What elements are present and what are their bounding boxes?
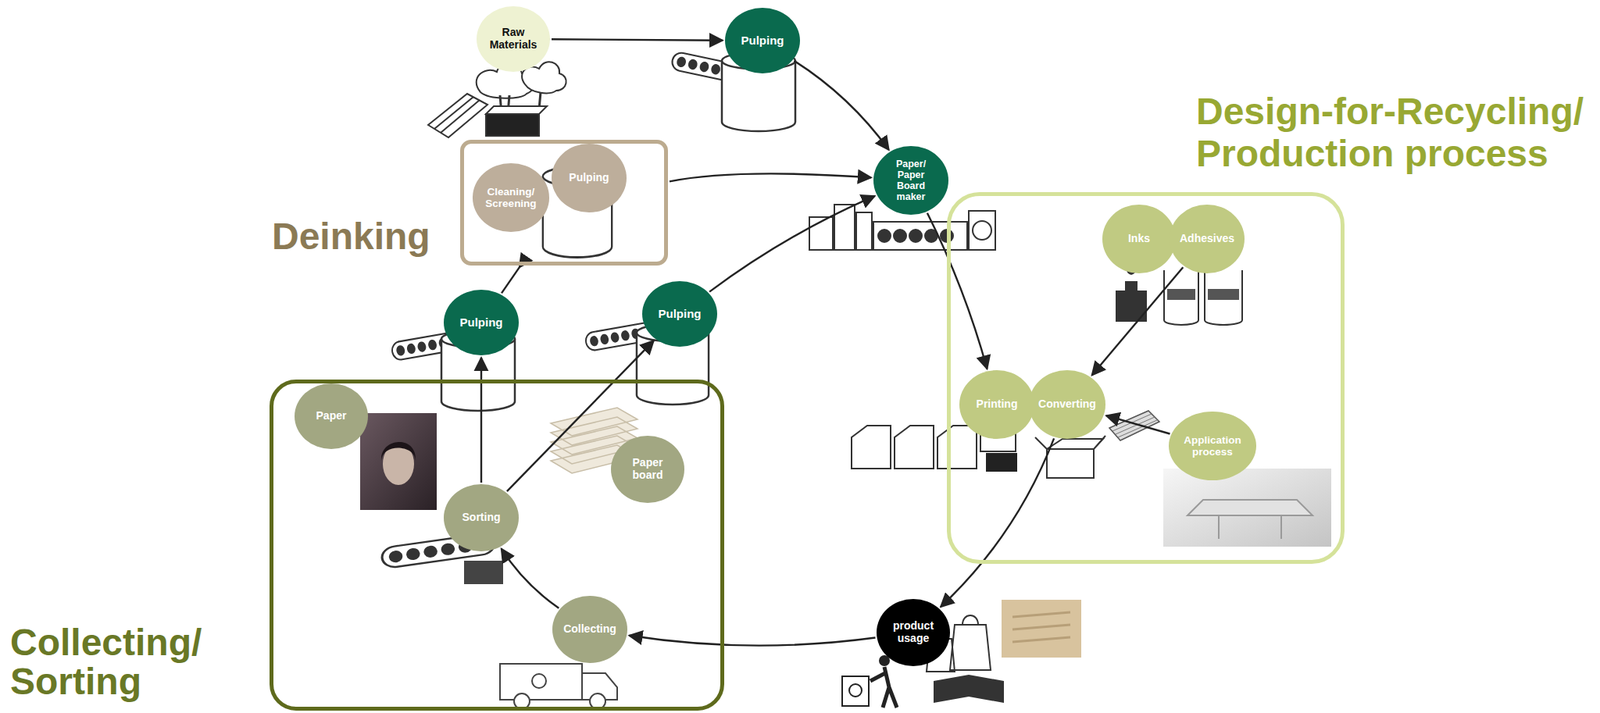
process-circle: product usage — [876, 599, 950, 667]
process-circle: Pulping — [551, 143, 627, 213]
block-top — [485, 106, 547, 115]
flow-arrow — [501, 549, 560, 609]
ink-cap — [1125, 281, 1138, 291]
plank-lines — [434, 96, 480, 133]
recycle-bin — [842, 676, 869, 707]
machine-parts — [1187, 500, 1313, 540]
process-circle: Collecting — [552, 596, 628, 664]
flow-arrow — [794, 60, 890, 150]
package-photo — [1001, 600, 1082, 658]
node-label: Pulping — [460, 316, 504, 330]
book — [933, 675, 1004, 704]
flow-arrow — [628, 635, 875, 647]
flow-arrow — [501, 267, 520, 294]
recycle-sign — [532, 674, 547, 689]
magazine — [360, 413, 437, 511]
process-circle: Printing — [959, 370, 1035, 440]
truck-wheels — [514, 693, 606, 710]
node-label: Cleaning/ Screening — [482, 185, 540, 210]
flow-arrow — [709, 196, 875, 293]
node-label: Paper — [316, 410, 347, 423]
sheet-lines — [1112, 414, 1158, 438]
group-box: DeinkingCleaning/ ScreeningPulping — [460, 139, 668, 266]
node-label: Application process — [1179, 434, 1246, 458]
flow-arrow — [927, 213, 988, 370]
planks — [428, 93, 488, 138]
sheet-stack — [1109, 410, 1160, 441]
group-box: Collecting/ SortingCollectingSortingPape… — [269, 379, 725, 711]
process-circle: Pulping — [642, 281, 718, 347]
application-machine — [1163, 468, 1332, 547]
node-label: Pulping — [658, 307, 702, 322]
process-circle: Application process — [1168, 411, 1257, 481]
node-label: Adhesives — [1179, 232, 1235, 246]
flow-arrow — [940, 438, 1054, 608]
process-circle: Inks — [1102, 204, 1176, 274]
package-texture — [1012, 612, 1071, 643]
node-label: Pulping — [741, 34, 785, 48]
node-label: Inks — [1128, 232, 1150, 246]
flow-arrow — [551, 39, 723, 40]
block — [485, 114, 540, 136]
magazine-hair — [381, 442, 416, 461]
adhesive-drum — [1164, 270, 1243, 325]
process-circle: Sorting — [443, 484, 519, 552]
node-label: Paper board — [627, 457, 668, 482]
node-label: product usage — [889, 620, 938, 645]
node-label: Sorting — [462, 511, 501, 525]
process-circle: Pulping — [443, 289, 519, 356]
machine-rollers — [877, 228, 954, 243]
person-body — [870, 667, 897, 708]
group-box: Design-for-Recycling/ Production process… — [946, 192, 1345, 565]
drum-label — [1167, 289, 1240, 300]
paper-roll — [972, 221, 992, 240]
process-circle: Raw Materials — [476, 6, 550, 72]
process-circle: Paper — [294, 383, 368, 450]
process-circle: Paper board — [610, 435, 685, 504]
node-label: Converting — [1038, 398, 1097, 411]
sorting-bin — [464, 560, 504, 585]
press-block — [985, 453, 1018, 472]
node-label: Paper/ Paper Board maker — [891, 158, 931, 203]
node-label: Pulping — [568, 171, 609, 185]
group-heading: Collecting/ Sorting — [10, 623, 215, 702]
node-label: Collecting — [563, 623, 617, 636]
flow-arrow — [1092, 267, 1184, 375]
process-circle: Pulping — [725, 7, 800, 74]
flow-arrow — [480, 357, 483, 483]
flow-arrow — [669, 173, 872, 182]
recycle-sign — [849, 684, 862, 697]
group-heading: Deinking — [271, 215, 448, 258]
process-circle: Adhesives — [1169, 204, 1245, 274]
process-circle: Converting — [1028, 370, 1107, 440]
node-label: Printing — [976, 398, 1018, 411]
flow-arrow — [1106, 415, 1171, 434]
process-circle: Paper/ Paper Board maker — [873, 146, 949, 215]
process-circle: Cleaning/ Screening — [472, 163, 550, 233]
group-heading: Design-for-Recycling/ Production process — [1196, 90, 1600, 175]
node-label: Raw Materials — [485, 26, 541, 51]
